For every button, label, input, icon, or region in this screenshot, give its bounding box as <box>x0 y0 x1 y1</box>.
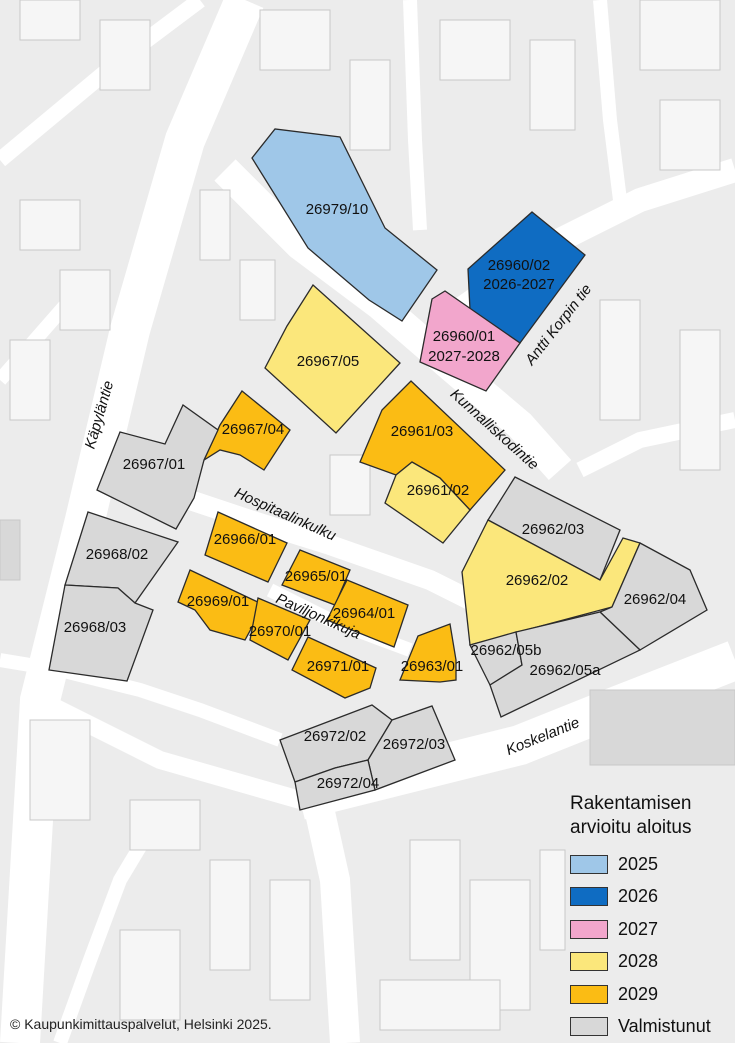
plot-label: 26972/02 <box>304 728 367 745</box>
plot-26970-01[interactable] <box>249 597 311 661</box>
plot-label: 26962/05a <box>530 662 602 679</box>
legend-label: 2028 <box>618 951 659 972</box>
legend-swatch <box>570 854 608 874</box>
plot-26971-01[interactable] <box>291 636 377 699</box>
legend-swatch <box>570 919 608 939</box>
plot-label: 26961/02 <box>407 482 470 499</box>
legend-swatch <box>570 1017 608 1037</box>
plot-26960-01[interactable] <box>419 290 521 392</box>
plot-26979-10[interactable] <box>251 128 438 322</box>
plot-note: 2027-2028 <box>428 348 500 365</box>
plot-label: 26967/01 <box>123 456 186 473</box>
plot-label: 26967/04 <box>222 421 285 438</box>
plot-label: 26968/02 <box>86 546 149 563</box>
legend-item-2027: 2027 <box>570 913 735 946</box>
plot-label: 26971/01 <box>307 658 370 675</box>
plot-label: 26972/03 <box>383 736 446 753</box>
plot-label: 26962/04 <box>624 591 687 608</box>
plots-layer <box>48 128 708 811</box>
plot-label: 26967/05 <box>297 353 360 370</box>
plot-26962-05a[interactable] <box>489 611 642 718</box>
plot-label: 26963/01 <box>401 658 464 675</box>
legend-item-2028: 2028 <box>570 946 735 979</box>
legend-title-line1: Rakentamisen <box>570 793 692 814</box>
plot-label: 26970/01 <box>249 623 312 640</box>
map-legend: Rakentamisen arvioitu aloitus 2025 2026 … <box>570 792 735 1043</box>
legend-label: Valmistunut <box>618 1016 711 1037</box>
plot-26961-02[interactable] <box>384 461 471 544</box>
plot-label: 26972/04 <box>317 775 380 792</box>
plot-label: 26960/01 <box>433 328 496 345</box>
legend-label: 2027 <box>618 918 659 939</box>
legend-label: 2026 <box>618 886 659 907</box>
context-buildings <box>9 0 721 1031</box>
legend-label: 2025 <box>618 853 659 874</box>
plot-26968-03[interactable] <box>48 584 154 682</box>
plot-26963-01[interactable] <box>399 623 457 683</box>
plot-label: 26962/03 <box>522 521 585 538</box>
plot-label: 26969/01 <box>187 593 250 610</box>
legend-label: 2029 <box>618 983 659 1004</box>
legend-swatch <box>570 984 608 1004</box>
plot-26967-05[interactable] <box>264 284 401 434</box>
plot-labels: 26979/10 26960/02 2026-2027 26960/01 202… <box>64 201 687 792</box>
plot-label: 26962/02 <box>506 572 569 589</box>
plot-label: 26965/01 <box>285 568 348 585</box>
legend-title: Rakentamisen arvioitu aloitus <box>570 792 735 840</box>
plot-label: 26961/03 <box>391 423 454 440</box>
legend-item-valmistunut: Valmistunut <box>570 1011 735 1043</box>
plot-label: 26966/01 <box>214 531 277 548</box>
legend-swatch <box>570 887 608 907</box>
legend-item-2029: 2029 <box>570 978 735 1011</box>
plot-label: 26962/05b <box>471 642 542 659</box>
context-buildings-dark <box>0 519 735 766</box>
plot-26972-03[interactable] <box>367 705 456 791</box>
plot-label: 26968/03 <box>64 619 127 636</box>
plot-label: 26960/02 <box>488 257 551 274</box>
plot-label: 26979/10 <box>306 201 369 218</box>
plot-note: 2026-2027 <box>483 276 555 293</box>
plot-26966-01[interactable] <box>204 511 288 583</box>
plot-26964-01[interactable] <box>326 579 409 648</box>
copyright-notice: © Kaupunkimittauspalvelut, Helsinki 2025… <box>10 1016 272 1032</box>
plot-26972-04[interactable] <box>294 759 376 811</box>
legend-item-2025: 2025 <box>570 848 735 881</box>
plot-26967-01[interactable] <box>96 404 219 530</box>
legend-swatch <box>570 952 608 972</box>
legend-item-2026: 2026 <box>570 881 735 914</box>
legend-title-line2: arvioitu aloitus <box>570 817 692 838</box>
plot-label: 26964/01 <box>333 605 396 622</box>
plot-26960-02[interactable] <box>467 211 586 344</box>
